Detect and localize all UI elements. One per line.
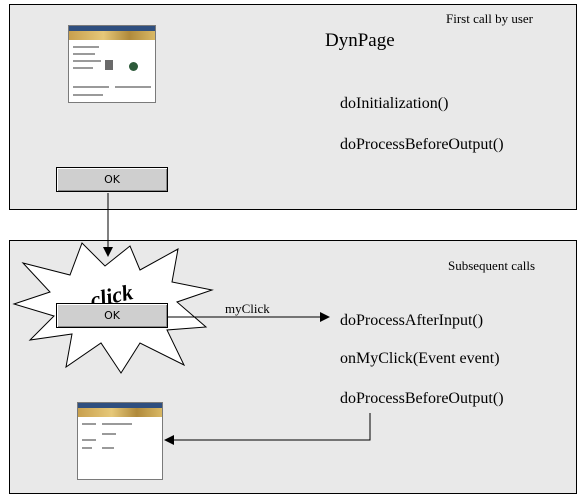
page-thumbnail-result bbox=[77, 402, 163, 480]
step-do-process-after-input: doProcessAfterInput() bbox=[340, 312, 484, 329]
step-do-initialization: doInitialization() bbox=[340, 95, 449, 112]
step-do-process-before-output-first: doProcessBeforeOutput() bbox=[340, 136, 504, 153]
step-do-process-before-output-subsequent: doProcessBeforeOutput() bbox=[340, 390, 504, 407]
subsequent-calls-title: Subsequent calls bbox=[448, 258, 536, 273]
arrow-output-to-result-overlay bbox=[164, 413, 371, 445]
first-call-title: First call by user bbox=[446, 11, 534, 26]
page-thumbnail-initial bbox=[68, 25, 156, 103]
ok-button-subsequent[interactable]: OK bbox=[56, 303, 168, 328]
step-on-my-click: onMyClick(Event event) bbox=[340, 350, 500, 367]
myclick-event-label: myClick bbox=[225, 301, 270, 316]
ok-button-first[interactable]: OK bbox=[56, 167, 168, 192]
dynpage-node: DynPage bbox=[325, 30, 395, 51]
